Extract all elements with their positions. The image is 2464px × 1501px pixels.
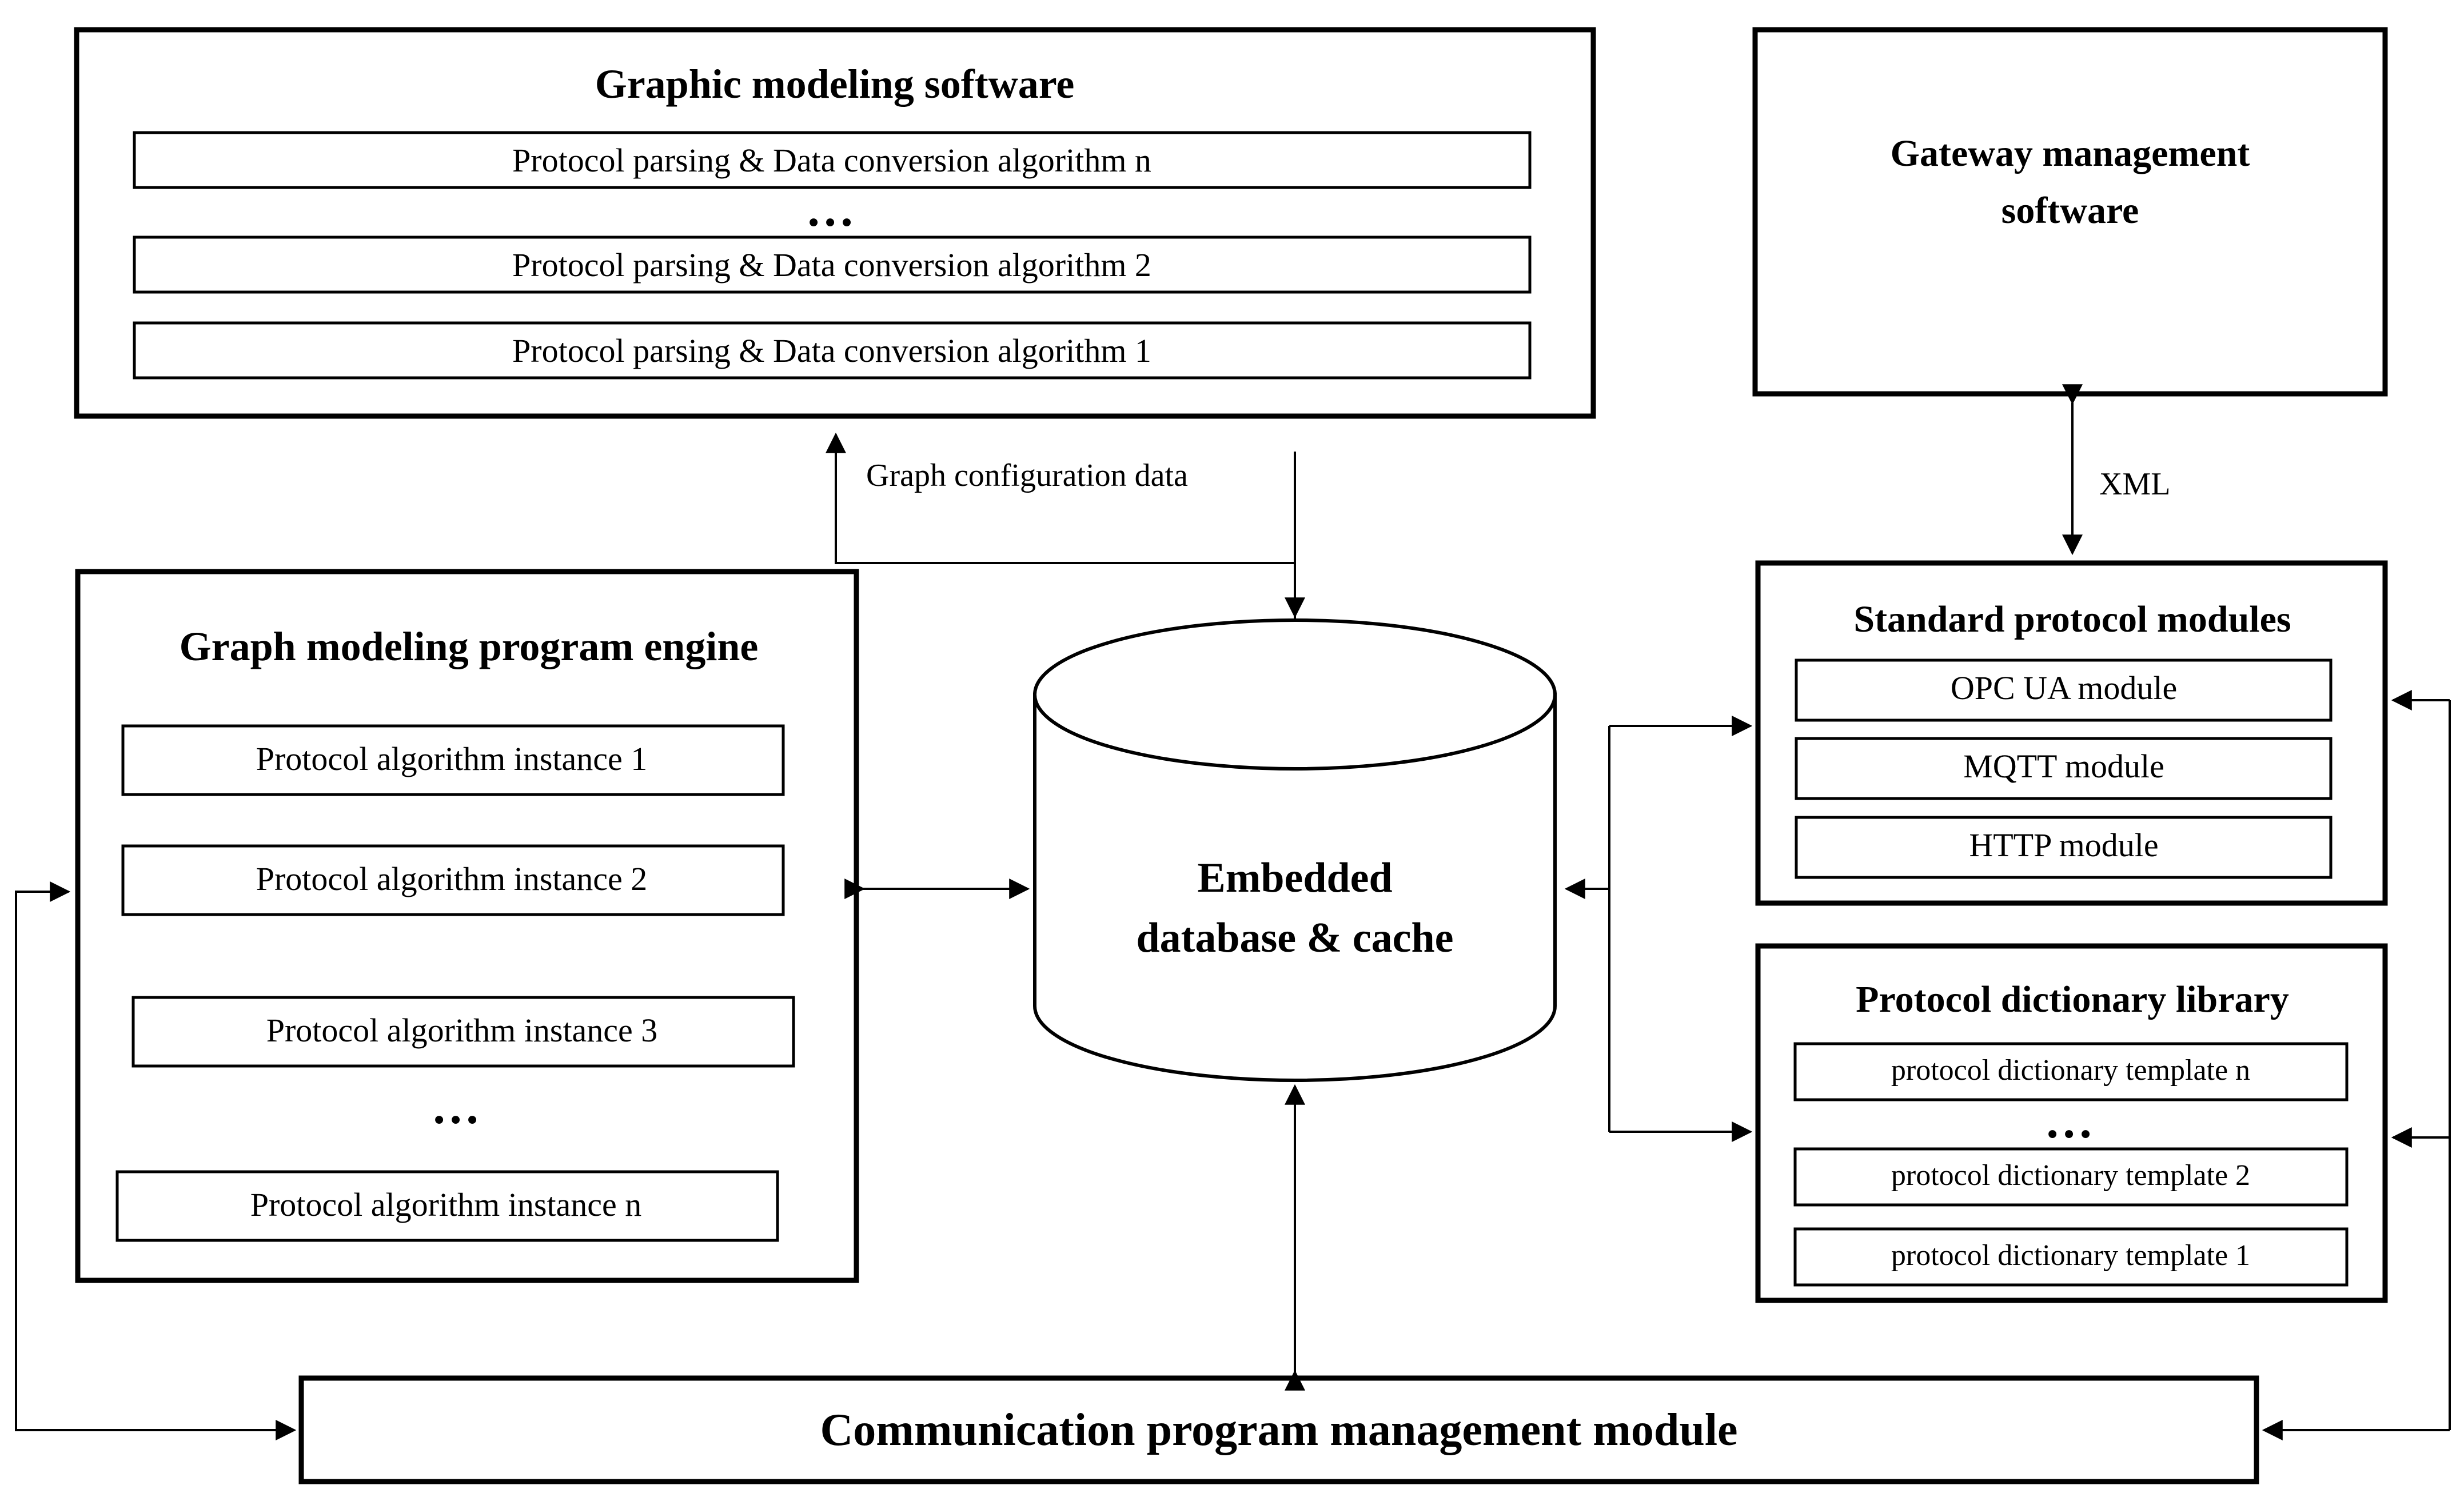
instance-item-label: Protocol algorithm instance 2 xyxy=(256,860,648,897)
instance-item-box xyxy=(115,1170,779,1242)
instance-item-label: Protocol algorithm instance 1 xyxy=(256,740,648,777)
dictionary-template-label: protocol dictionary template n xyxy=(1891,1054,2250,1087)
algorithm-item-box xyxy=(133,235,1532,294)
protocol-module-label: HTTP module xyxy=(1969,827,2158,864)
graph-modeling-program-engine-box: Graph modeling program engine Protocol a… xyxy=(75,569,859,1283)
instance-item-box xyxy=(131,996,795,1068)
protocol-module-label: OPC UA module xyxy=(1951,669,2177,706)
connector-graph-configuration-data: Graph configuration data xyxy=(826,432,1296,620)
dictionary-template-box xyxy=(1793,1147,2349,1207)
embedded-database-cylinder: Embedded database & cache xyxy=(1033,618,1557,1082)
protocol-dictionary-library-box: Protocol dictionary library protocol dic… xyxy=(1755,943,2388,1303)
instance-item-label: Protocol algorithm instance 3 xyxy=(266,1012,658,1049)
instance-item-box xyxy=(121,724,785,796)
algorithm-item-label: Protocol parsing & Data conversion algor… xyxy=(512,142,1151,179)
connector-right-outer-loop xyxy=(2262,690,2451,1440)
instance-item-label: Protocol algorithm instance n xyxy=(250,1186,642,1223)
protocol-module-box xyxy=(1795,816,2333,879)
embedded-database-title-line1: Embedded xyxy=(1197,855,1392,901)
protocol-module-box xyxy=(1795,737,2333,800)
dictionary-template-label: protocol dictionary template 1 xyxy=(1891,1239,2250,1272)
ellipsis-dictionary: … xyxy=(2044,1093,2097,1148)
graphic-modeling-software-box: Graphic modeling software Protocol parsi… xyxy=(74,27,1596,419)
algorithm-item-box xyxy=(133,131,1532,189)
graph-modeling-engine-title: Graph modeling program engine xyxy=(180,624,759,669)
dictionary-template-label: protocol dictionary template 2 xyxy=(1891,1159,2250,1192)
algorithm-item-label: Protocol parsing & Data conversion algor… xyxy=(512,246,1151,284)
communication-program-management-module-box: Communication program management module xyxy=(298,1375,2259,1484)
dictionary-template-box xyxy=(1793,1042,2349,1101)
algorithm-item-box xyxy=(133,321,1532,380)
communication-module-title: Communication program management module xyxy=(820,1405,1737,1455)
algorithm-item-label: Protocol parsing & Data conversion algor… xyxy=(512,332,1151,369)
standard-protocol-modules-box: Standard protocol modules OPC UA module … xyxy=(1755,560,2388,906)
ellipsis-graphic-modeling: … xyxy=(806,182,858,237)
protocol-dictionary-library-title: Protocol dictionary library xyxy=(1856,979,2289,1020)
xml-label: XML xyxy=(2099,466,2170,502)
gateway-management-title-line1: Gateway management xyxy=(1891,133,2250,174)
connector-xml: XML xyxy=(2062,384,2170,556)
instance-item-box xyxy=(121,844,785,916)
protocol-module-label: MQTT module xyxy=(1963,748,2164,785)
graph-configuration-data-label: Graph configuration data xyxy=(866,458,1188,493)
gateway-management-software-box: Gateway management software xyxy=(1752,27,2388,397)
ellipsis-engine: … xyxy=(431,1079,484,1134)
gateway-management-title-line2: software xyxy=(2001,190,2139,231)
standard-protocol-modules-title: Standard protocol modules xyxy=(1853,598,2291,640)
protocol-module-box xyxy=(1795,658,2333,722)
graphic-modeling-software-title: Graphic modeling software xyxy=(595,61,1075,107)
connector-database-right-bus xyxy=(1564,716,1753,1142)
embedded-database-title-line2: database & cache xyxy=(1137,915,1454,961)
dictionary-template-box xyxy=(1793,1227,2349,1287)
